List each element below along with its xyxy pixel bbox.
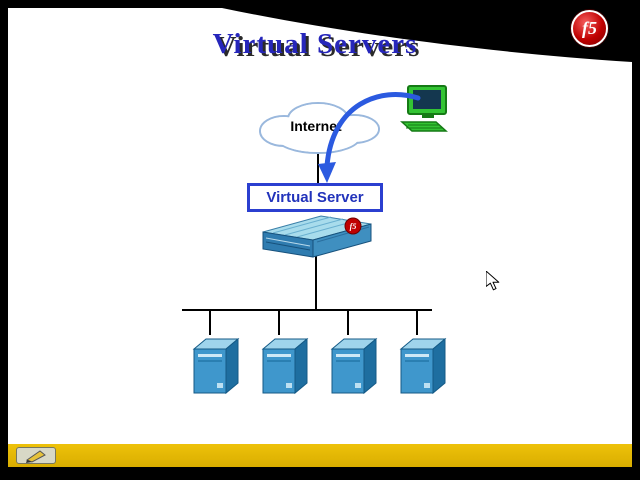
internet-label: Internet: [290, 118, 342, 134]
bottom-bar: [8, 444, 632, 467]
connector-line: [347, 311, 349, 335]
network-bus-line: [182, 309, 432, 311]
connector-line: [416, 311, 418, 335]
server-tower-icon: [192, 337, 240, 395]
backend-server: [399, 311, 447, 395]
backend-server: [261, 311, 309, 395]
f5-logo-text: f5: [582, 18, 597, 38]
pen-tool-button[interactable]: [16, 447, 56, 464]
backend-server: [192, 311, 240, 395]
virtual-server-label: Virtual Server: [266, 189, 364, 206]
server-tower-icon: [399, 337, 447, 395]
connector-line: [209, 311, 211, 335]
pencil-icon: [25, 449, 46, 463]
connector-line: [278, 311, 280, 335]
slide-title: Virtual Servers: [212, 28, 418, 60]
top-swoosh-shape: [222, 8, 632, 62]
appliance-badge: f5: [350, 222, 357, 231]
connector-line: [315, 252, 317, 310]
server-tower-icon: [330, 337, 378, 395]
f5-logo: f5: [571, 10, 608, 47]
server-tower-icon: [261, 337, 309, 395]
slide-canvas[interactable]: Virtual Servers f5 Internet: [8, 8, 632, 444]
bigip-appliance-icon: f5: [262, 215, 372, 258]
connector-line: [317, 150, 319, 184]
request-arrow: [318, 92, 421, 183]
server-row: [192, 311, 447, 395]
workstation-icon: [400, 85, 448, 132]
virtual-server-box: Virtual Server: [247, 183, 383, 212]
mouse-cursor: [486, 271, 500, 291]
backend-server: [330, 311, 378, 395]
